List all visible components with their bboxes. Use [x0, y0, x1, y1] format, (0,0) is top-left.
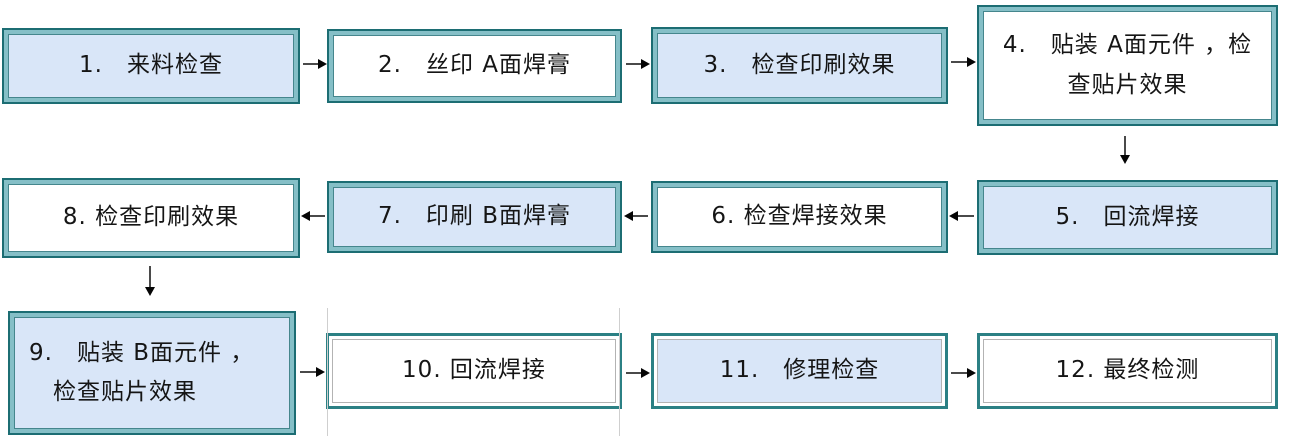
flow-step-5: 5. 回流焊接: [977, 180, 1278, 255]
flow-step-9-label: 9. 贴装 B面元件 ， 检查贴片效果: [14, 317, 290, 429]
flow-step-7: 7. 印刷 B面焊膏: [327, 181, 622, 253]
arrow-11-to-12-icon: [951, 368, 976, 378]
flow-step-4-label: 4. 贴装 A面元件 ，检 查贴片效果: [983, 11, 1272, 120]
flow-step-3-label: 3. 检查印刷效果: [657, 33, 942, 98]
flow-step-2: 2. 丝印 A面焊膏: [327, 29, 622, 103]
flow-step-12: 12. 最终检测: [977, 333, 1278, 409]
arrow-8-to-9-icon: [145, 266, 155, 296]
arrow-10-to-11-icon: [626, 368, 650, 378]
flow-step-8: 8. 检查印刷效果: [2, 178, 300, 258]
flow-step-6-label: 6. 检查焊接效果: [657, 187, 942, 247]
arrow-4-to-5-icon: [1120, 136, 1130, 164]
flow-step-11: 11. 修理检查: [651, 333, 948, 409]
arrow-9-to-10-icon: [300, 367, 325, 377]
flow-step-4: 4. 贴装 A面元件 ，检 查贴片效果: [977, 5, 1278, 126]
arrow-7-to-8-icon: [301, 211, 325, 221]
arrow-6-to-7-icon: [624, 211, 648, 221]
guide-line-right: [619, 308, 620, 436]
arrow-2-to-3-icon: [626, 59, 650, 69]
flow-step-8-label: 8. 检查印刷效果: [8, 184, 294, 252]
flow-step-5-label: 5. 回流焊接: [983, 186, 1272, 249]
flow-step-7-label: 7. 印刷 B面焊膏: [333, 187, 616, 247]
flow-step-10-label: 10. 回流焊接: [332, 339, 616, 403]
flow-step-11-label: 11. 修理检查: [657, 339, 942, 403]
arrow-3-to-4-icon: [951, 57, 976, 67]
flow-step-10: 10. 回流焊接: [326, 333, 622, 409]
arrow-5-to-6-icon: [949, 211, 974, 221]
flow-step-9: 9. 贴装 B面元件 ， 检查贴片效果: [8, 311, 296, 435]
arrow-1-to-2-icon: [303, 59, 327, 69]
guide-line-left: [327, 308, 328, 436]
flow-step-6: 6. 检查焊接效果: [651, 181, 948, 253]
flow-step-1: 1. 来料检查: [2, 28, 300, 104]
flow-step-1-label: 1. 来料检查: [8, 34, 294, 98]
flow-step-2-label: 2. 丝印 A面焊膏: [333, 35, 616, 97]
flow-step-12-label: 12. 最终检测: [983, 339, 1272, 403]
flow-step-3: 3. 检查印刷效果: [651, 27, 948, 104]
